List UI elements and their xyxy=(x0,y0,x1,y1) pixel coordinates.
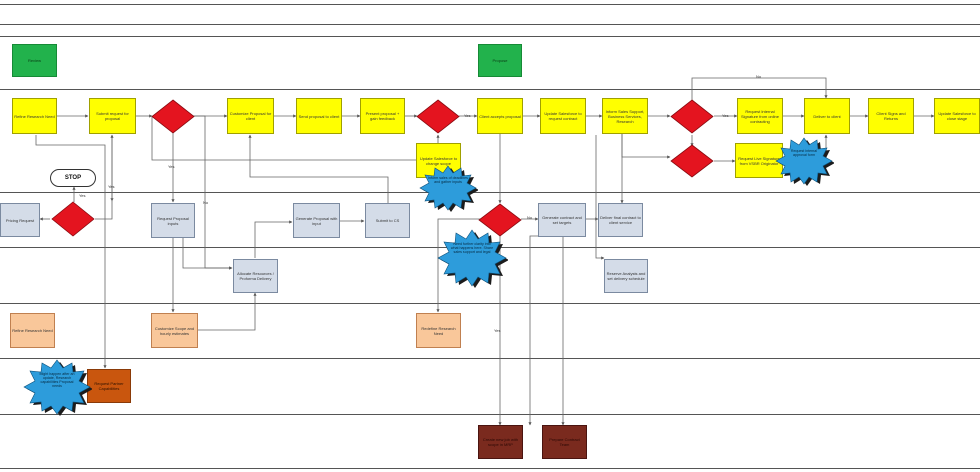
connector xyxy=(198,292,257,331)
callout-text: Might happen after an update, Research c… xyxy=(39,372,75,388)
process-step[interactable]: Refine Research Need xyxy=(12,98,57,134)
lane-divider xyxy=(0,89,980,90)
connector xyxy=(595,135,605,260)
process-step[interactable]: Update Salesforce to request contract xyxy=(540,98,586,134)
connector xyxy=(254,220,293,258)
callout-burst: Need further clarity into what happens h… xyxy=(436,228,508,288)
process-step[interactable]: Client Signs and Returns xyxy=(868,98,914,134)
connector xyxy=(193,115,233,270)
edge-label-yes: Yes xyxy=(108,184,115,189)
process-step[interactable]: Submit request for proposal xyxy=(89,98,136,134)
callout-burst: Inform sales of deadlines and gather inp… xyxy=(418,164,478,212)
lane-divider xyxy=(0,468,980,469)
connector xyxy=(248,134,389,203)
decision-diamond[interactable] xyxy=(416,99,460,134)
edge-label-yes: Yes xyxy=(494,328,501,333)
process-step[interactable]: Deliver final contract to client service xyxy=(598,203,643,237)
connector xyxy=(95,134,114,220)
process-step[interactable]: Inform Sales Support, Business Services,… xyxy=(602,98,648,134)
callout-text: Request internal approval form xyxy=(790,149,818,157)
connector xyxy=(528,235,540,426)
process-step[interactable]: Present proposal + gain feedback xyxy=(360,98,405,134)
connector xyxy=(436,218,481,313)
edge-label-yes: Yes xyxy=(464,113,471,118)
process-step[interactable]: Customize Proposal for client xyxy=(227,98,274,134)
lane-divider xyxy=(0,24,980,25)
process-step[interactable]: Update Salesforce to close stage xyxy=(934,98,980,134)
process-step[interactable]: Refine Research Need xyxy=(10,313,55,348)
process-step[interactable]: Prepare Contract Team xyxy=(542,425,587,459)
phase-block: Propose xyxy=(478,44,522,77)
lane-divider xyxy=(0,36,980,37)
connector xyxy=(621,134,671,159)
lane-divider xyxy=(0,303,980,304)
connector xyxy=(35,135,107,369)
lane-divider xyxy=(0,414,980,415)
callout-burst: Might happen after an update, Research c… xyxy=(22,358,92,416)
process-step[interactable]: Create new job with scope in MRP xyxy=(478,425,523,459)
lane-divider xyxy=(0,192,980,193)
process-step[interactable]: Request Live Signature from VSBR Origina… xyxy=(735,143,783,178)
edge-label-no: No xyxy=(527,215,533,220)
process-step[interactable]: Allocate Resources / Proforma Delivery xyxy=(233,259,278,293)
decision-diamond[interactable] xyxy=(670,99,714,134)
process-step[interactable]: Request Proposal inputs xyxy=(151,203,195,238)
process-step[interactable]: Customize Scope and hourly estimates xyxy=(151,313,198,348)
process-step[interactable]: Submit to CS xyxy=(365,203,410,238)
edge-label-yes: Yes xyxy=(722,113,729,118)
process-step[interactable]: Request Partner Capabilities xyxy=(87,369,131,403)
phase-block: Review xyxy=(12,44,57,77)
connector xyxy=(691,77,828,100)
process-step[interactable]: Deliver to client xyxy=(804,98,850,134)
lane-divider xyxy=(0,4,980,5)
decision-diamond[interactable] xyxy=(670,144,714,178)
callout-text: Need further clarity into what happens h… xyxy=(450,242,494,254)
callout-burst: Request internal approval form xyxy=(774,136,834,186)
process-step[interactable]: Pricing Request xyxy=(0,203,40,237)
process-step[interactable]: Client accepts proposal xyxy=(477,98,523,134)
connector xyxy=(182,238,233,270)
process-step[interactable]: Send proposal to client xyxy=(296,98,342,134)
decision-diamond[interactable] xyxy=(478,203,522,237)
lane-divider xyxy=(0,358,980,359)
edge-label-no: No xyxy=(756,74,762,79)
edge-label-no: No xyxy=(203,200,209,205)
process-step[interactable]: Generate contract and set targets xyxy=(538,203,586,237)
process-step[interactable]: Reserve Analysts and set delivery schedu… xyxy=(604,259,648,293)
callout-text: Inform sales of deadlines and gather inp… xyxy=(428,176,468,184)
edge-label-yes: Yes xyxy=(168,164,175,169)
process-step[interactable]: Redefine Research Need xyxy=(416,313,461,348)
process-step[interactable]: Request Internal Signature from online c… xyxy=(737,98,783,134)
stop-terminator[interactable]: STOP xyxy=(50,169,96,187)
edge-label-yes: Yes xyxy=(79,193,86,198)
process-step[interactable]: Generate Proposal with input xyxy=(293,203,340,238)
decision-diamond[interactable] xyxy=(151,99,195,134)
decision-diamond[interactable] xyxy=(51,201,95,237)
